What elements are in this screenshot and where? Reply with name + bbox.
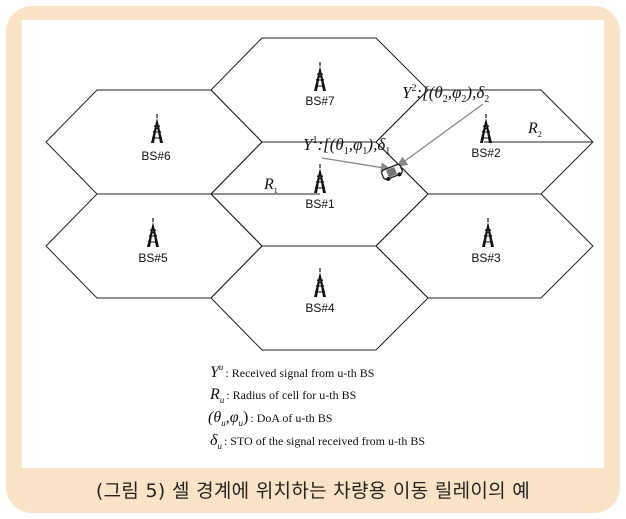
bs7-tower-icon xyxy=(313,61,327,92)
legend-item: δu: STO of the signal received from u-th… xyxy=(210,432,425,451)
bs6-label: BS#6 xyxy=(141,149,171,163)
vehicle-icon xyxy=(381,163,403,181)
bs2-label: BS#2 xyxy=(471,146,501,160)
signal-arrow-bs2 xyxy=(396,103,484,167)
bs6-tower-icon xyxy=(150,113,164,144)
bs2-tower-icon xyxy=(479,113,493,144)
legend: Yu: Received signal from u-th BS Ru: Rad… xyxy=(208,362,425,451)
legend-item: (θu,φu): DoA of u-th BS xyxy=(208,409,332,428)
bs3-tower-icon xyxy=(481,217,495,248)
legend-item: Ru: Radius of cell for u-th BS xyxy=(209,386,356,405)
bs3-label: BS#3 xyxy=(471,251,501,265)
bs5-label: BS#5 xyxy=(138,251,168,265)
bs1-label: BS#1 xyxy=(305,197,335,211)
figure-caption: (그림 5) 셀 경계에 위치하는 차량용 이동 릴레이의 예 xyxy=(95,480,531,502)
bs5-tower-icon xyxy=(146,217,160,248)
cell-bs4 xyxy=(210,245,429,351)
y1-annotation: Y1:[(θ1,φ1),δ1 xyxy=(303,135,390,157)
figure-panel xyxy=(22,20,604,468)
bs4-label: BS#4 xyxy=(305,301,335,315)
cell-bs7 xyxy=(210,37,429,143)
bs1-tower-icon xyxy=(313,163,327,194)
y2-annotation: Y2:[(θ2,φ2),δ2 xyxy=(402,83,489,105)
signal-arrow-bs1 xyxy=(321,157,392,173)
r1-label: R1 xyxy=(263,176,278,195)
bs4-tower-icon xyxy=(313,267,327,298)
legend-item: Yu: Received signal from u-th BS xyxy=(210,362,374,381)
cell-bs5 xyxy=(45,193,263,299)
bs7-label: BS#7 xyxy=(305,94,335,108)
r2-label: R2 xyxy=(527,120,542,139)
